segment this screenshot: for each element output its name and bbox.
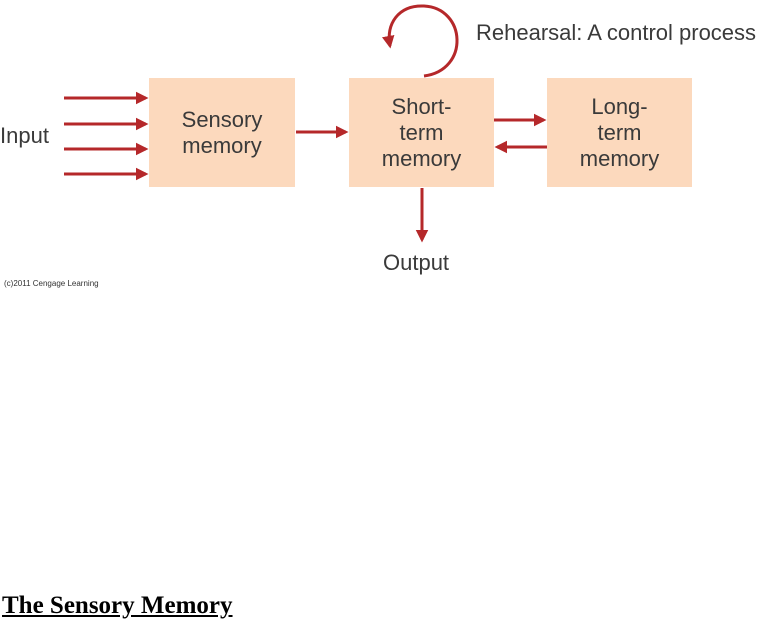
rehearsal-loop-arrow xyxy=(389,6,457,76)
output-label: Output xyxy=(383,250,449,276)
input-label: Input xyxy=(0,123,49,149)
long-term-memory-label: Long- term memory xyxy=(580,94,659,172)
rehearsal-label: Rehearsal: A control process xyxy=(476,20,756,46)
section-heading: The Sensory Memory xyxy=(2,592,233,620)
copyright-credit: (c)2011 Cengage Learning xyxy=(4,279,99,288)
sensory-memory-label: Sensory memory xyxy=(182,107,263,159)
memory-model-diagram: Sensory memory Short- term memory Long- … xyxy=(0,0,784,300)
sensory-memory-box: Sensory memory xyxy=(149,78,295,187)
short-term-memory-label: Short- term memory xyxy=(382,94,461,172)
short-term-memory-box: Short- term memory xyxy=(349,78,494,187)
long-term-memory-box: Long- term memory xyxy=(547,78,692,187)
